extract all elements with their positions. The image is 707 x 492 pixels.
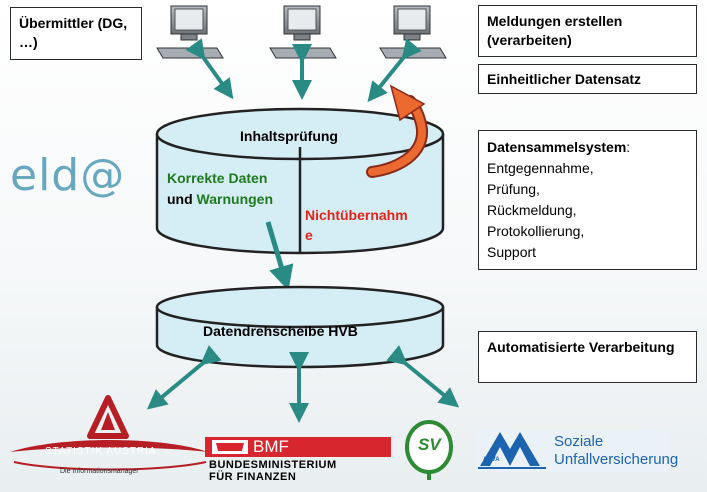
meldungen-label: Meldungen erstellen (verarbeiten) [487, 13, 623, 48]
bmf-line1: BUNDESMINISTERIUM [209, 459, 337, 471]
eld-logo: eld@ [10, 150, 126, 201]
return-arrow-icon [366, 84, 428, 178]
bmf-logo [205, 437, 391, 457]
datensammelsystem-title: Datensammelsystem: [487, 139, 631, 155]
datensatz-label: Einheitlicher Datensatz [487, 71, 642, 87]
flow-arrow [265, 221, 294, 291]
statistik-austria-sub: Die Informationsmanager [60, 468, 139, 475]
dss-item: Prüfung, [487, 181, 540, 197]
dss-item: Entgegennahme, [487, 160, 594, 176]
meldungen-box: Meldungen erstellen (verarbeiten) [478, 5, 697, 57]
automatisiert-box: Automatisierte Verarbeitung [478, 331, 697, 383]
dss-item: Support [487, 244, 537, 260]
statistik-austria-logo [10, 395, 208, 471]
datensatz-box: Einheitlicher Datensatz [478, 64, 697, 94]
datendrehscheibe-cylinder [155, 285, 445, 369]
inhaltspruefung-title: Inhaltsprüfung [240, 128, 338, 144]
sv-mark: SV [418, 435, 441, 454]
dss-item: Rückmeldung, [487, 202, 577, 218]
computer-icon [269, 5, 337, 59]
bmf-line2: FÜR FINANZEN [209, 471, 297, 483]
uebermittler-label: Übermittler (DG, …) [19, 15, 128, 50]
sv-logo [405, 420, 453, 480]
bidirectional-arrow [367, 38, 422, 103]
bidirectional-arrow [185, 38, 234, 100]
automatisiert-label: Automatisierte Verarbeitung [487, 339, 675, 355]
auva-line1: Soziale [554, 433, 604, 450]
auva-short: AUVA [483, 457, 500, 463]
auva-line2: Unfallversicherung [554, 451, 679, 468]
nichtuebernahme-label: Nichtübernahm e [305, 207, 408, 243]
bmf-short: BMF [253, 437, 289, 456]
dss-item: Protokollierung, [487, 223, 585, 239]
datensammelsystem-box: Datensammelsystem: Entgegennahme, Prüfun… [478, 130, 697, 270]
uebermittler-box: Übermittler (DG, …) [10, 7, 142, 60]
korrekte-daten-label: Korrekte Daten und Warnungen [167, 170, 274, 207]
auva-logo [476, 430, 669, 472]
bidirectional-arrow [146, 345, 222, 410]
computer-icon [156, 5, 224, 59]
datendrehscheibe-title: Datendrehscheibe HVB [203, 323, 358, 339]
bidirectional-arrow [386, 345, 460, 408]
computer-icon [379, 5, 447, 59]
statistik-austria-title: STATISTIK AUSTRIA [45, 446, 157, 457]
inhaltspruefung-cylinder [155, 107, 445, 255]
